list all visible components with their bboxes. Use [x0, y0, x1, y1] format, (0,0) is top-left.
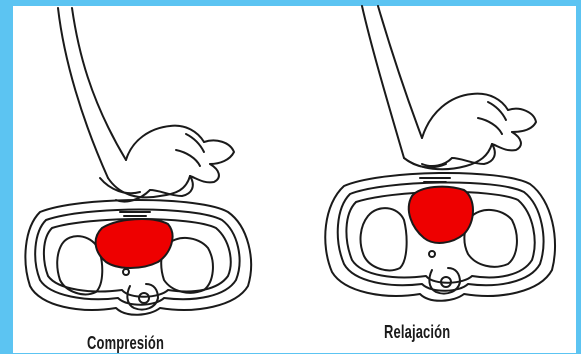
- heart-icon: [409, 187, 473, 243]
- spine-icon: [429, 251, 460, 294]
- arm-icon: [58, 8, 140, 193]
- heart-icon: [96, 219, 173, 268]
- hand-icon: [108, 126, 234, 202]
- caption-relaxation: Relajación: [384, 322, 450, 343]
- hand-icon: [404, 94, 536, 170]
- left-panel: [25, 8, 251, 315]
- caption-compression: Compresión: [87, 333, 164, 354]
- right-panel: [325, 6, 555, 301]
- arm-icon: [362, 6, 446, 167]
